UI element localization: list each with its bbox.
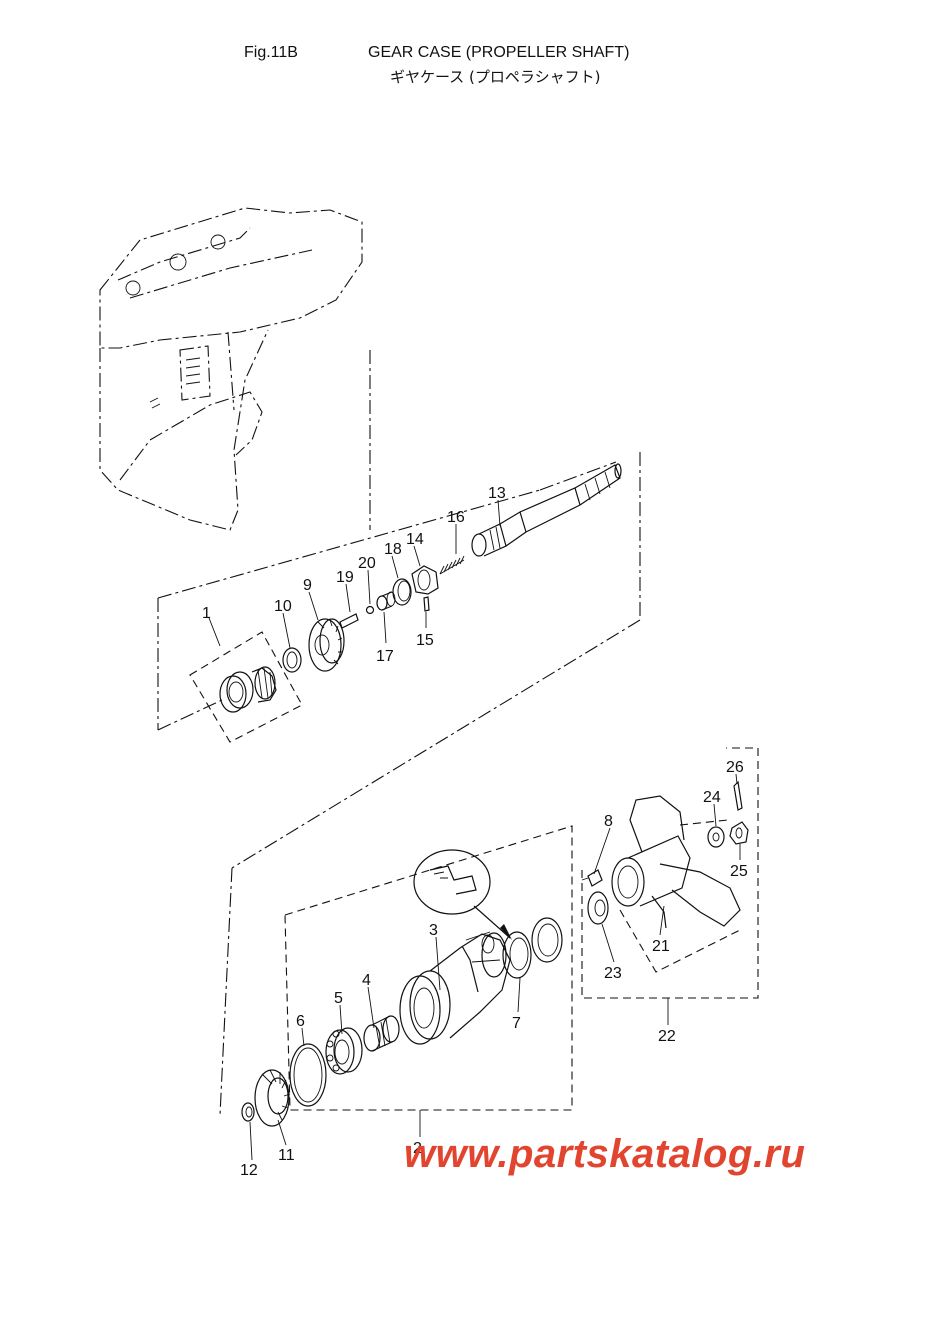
callout-22: 22 (658, 1028, 676, 1045)
reverse-gear-11 (254, 1069, 291, 1127)
washer-12 (241, 1102, 255, 1122)
callout-5: 5 (334, 990, 343, 1007)
o-ring-6 (289, 1043, 327, 1107)
callout-26: 26 (726, 759, 744, 776)
diagram-title: GEAR CASE (PROPELLER SHAFT) (368, 44, 630, 61)
propeller-assembly-frame-22 (581, 747, 759, 999)
callout-4: 4 (362, 972, 371, 989)
detail-inset (413, 849, 512, 940)
spring-17 (376, 591, 396, 611)
callout-2: 2 (413, 1140, 422, 1157)
ball-20 (365, 605, 375, 615)
callout-19: 19 (336, 569, 354, 586)
clutch-14 (411, 565, 439, 595)
callout-layer: 1 2 3 4 5 6 7 8 9 10 11 12 13 14 15 16 1… (202, 485, 748, 1179)
callout-15: 15 (416, 632, 434, 649)
callout-7: 7 (512, 1015, 521, 1032)
nut-25 (729, 821, 749, 845)
ring-18 (392, 578, 412, 606)
propeller-shaft-13 (471, 463, 622, 557)
ball-bearing-5 (325, 1027, 363, 1075)
callout-10: 10 (274, 598, 292, 615)
bearing-housing-3 (399, 931, 511, 1045)
callout-6: 6 (296, 1013, 305, 1030)
bearing-housing-frame-2 (284, 825, 573, 1111)
callout-8: 8 (604, 813, 613, 830)
callout-13: 13 (488, 485, 506, 502)
callout-24: 24 (703, 789, 721, 806)
callout-17: 17 (376, 648, 394, 665)
oil-seal-7b (531, 917, 563, 963)
callout-18: 18 (384, 541, 402, 558)
callout-14: 14 (406, 531, 424, 548)
callout-3: 3 (429, 922, 438, 939)
callout-11: 11 (278, 1147, 295, 1164)
callout-12: 12 (240, 1162, 258, 1179)
callout-20: 20 (358, 555, 376, 572)
bearing-set-1 (189, 631, 303, 743)
oil-seal-7a (502, 931, 532, 979)
figure-number: Fig.11B (244, 44, 298, 61)
washer-24 (707, 826, 725, 848)
gear-case-housing (99, 207, 363, 531)
callout-21: 21 (652, 938, 670, 955)
callout-25: 25 (730, 863, 748, 880)
spacer-23 (587, 891, 609, 925)
diagram-title-japanese: ギヤケース (プロペラシャフト) (390, 68, 601, 86)
plug-8 (581, 869, 603, 887)
assembly-phantom-frame (157, 350, 641, 1116)
callout-23: 23 (604, 965, 622, 982)
callout-16: 16 (447, 509, 465, 526)
callout-1: 1 (202, 605, 211, 622)
watermark: www.partskatalog.ru (404, 1132, 806, 1176)
spring-16 (439, 555, 465, 575)
needle-bearing-4 (363, 1015, 400, 1052)
propeller-21 (611, 795, 741, 973)
callout-9: 9 (303, 577, 312, 594)
pin-19 (339, 613, 359, 629)
pin-15 (423, 596, 430, 612)
shim-10 (282, 647, 302, 673)
cotter-pin-26 (733, 780, 743, 811)
forward-gear-9 (308, 618, 345, 672)
